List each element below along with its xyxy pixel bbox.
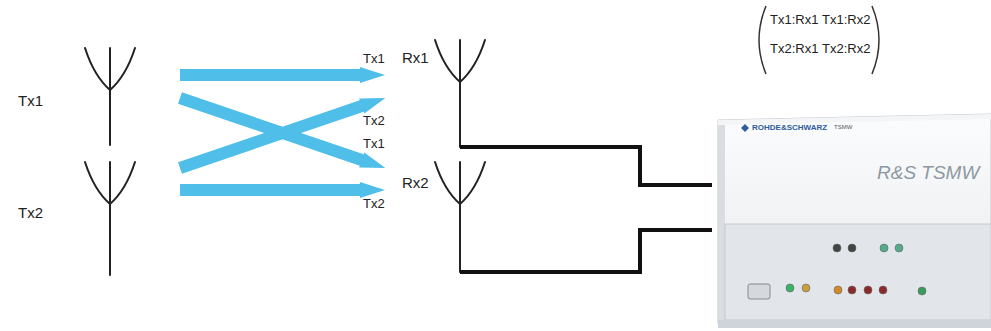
- radio-band: [180, 182, 385, 198]
- device-text: TSMW: [834, 124, 852, 131]
- receive-antenna: Rx1: [400, 35, 495, 152]
- matrix-cell: Tx2:Rx2: [822, 42, 870, 57]
- transmit-antenna: Tx2: [10, 158, 145, 276]
- signal-label: Tx1: [363, 52, 385, 67]
- radio-band: [177, 90, 388, 175]
- cable: [495, 230, 712, 272]
- receive-antenna: Rx2: [400, 158, 495, 275]
- radio-band: [180, 67, 385, 83]
- matrix-cell: Tx1:Rx2: [822, 13, 870, 28]
- device-text: ROHDE&SCHWARZ: [752, 123, 827, 132]
- radio-bands: [177, 67, 388, 198]
- signal-label: Tx1: [363, 137, 385, 152]
- scanner-device: ROHDE&SCHWARZ TSMW R&S TSMW: [712, 112, 991, 331]
- antenna-label: Rx1: [402, 49, 429, 66]
- matrix-cell: Tx1:Rx1: [770, 13, 818, 28]
- matrix-cell: Tx2:Rx1: [770, 42, 818, 57]
- transmit-antenna: Tx1: [10, 45, 145, 148]
- signal-label: Tx2: [363, 197, 385, 212]
- device-body: [712, 112, 991, 331]
- matrix-bracket: [872, 6, 879, 74]
- antenna-label: Tx1: [18, 92, 43, 109]
- antenna-label: Rx2: [402, 174, 429, 191]
- radio-band: [177, 90, 388, 175]
- device-text: R&S TSMW: [877, 162, 979, 184]
- signal-label: Tx2: [363, 114, 385, 129]
- cable: [495, 147, 712, 185]
- antenna-label: Tx2: [18, 204, 43, 221]
- matrix-bracket: [759, 6, 766, 74]
